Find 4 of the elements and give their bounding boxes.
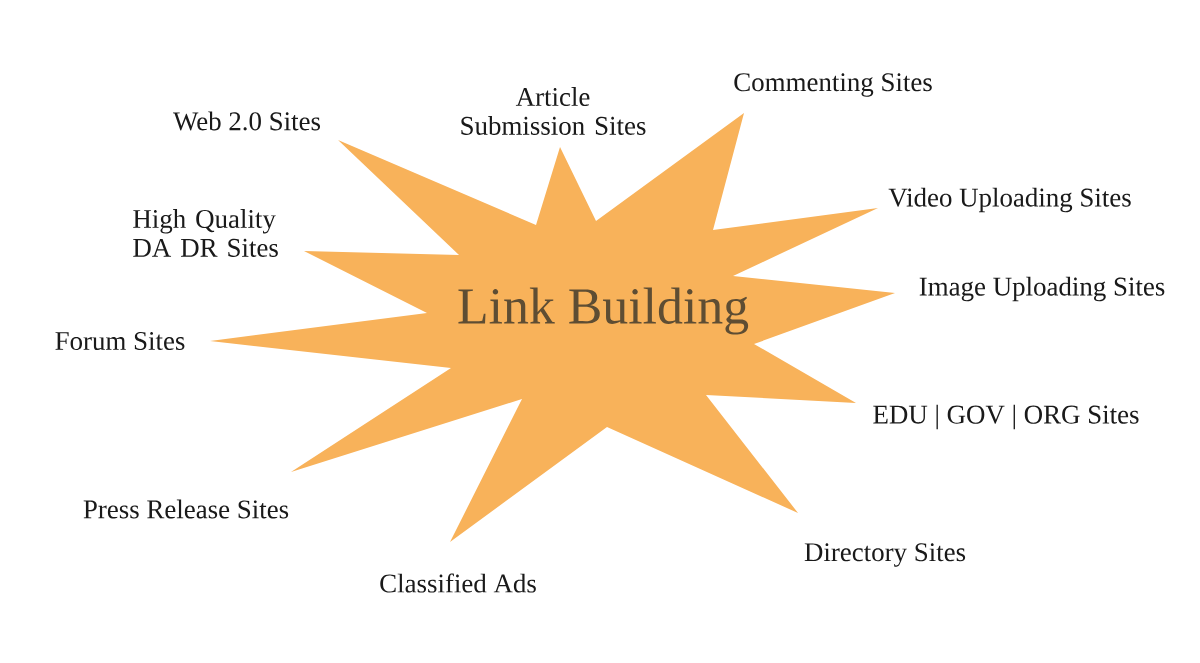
label: Image Uploading Sites [919,276,1165,302]
label: Forum Sites [55,331,185,351]
label: Directory Sites [804,543,966,567]
label: Classified Ads [380,573,536,593]
